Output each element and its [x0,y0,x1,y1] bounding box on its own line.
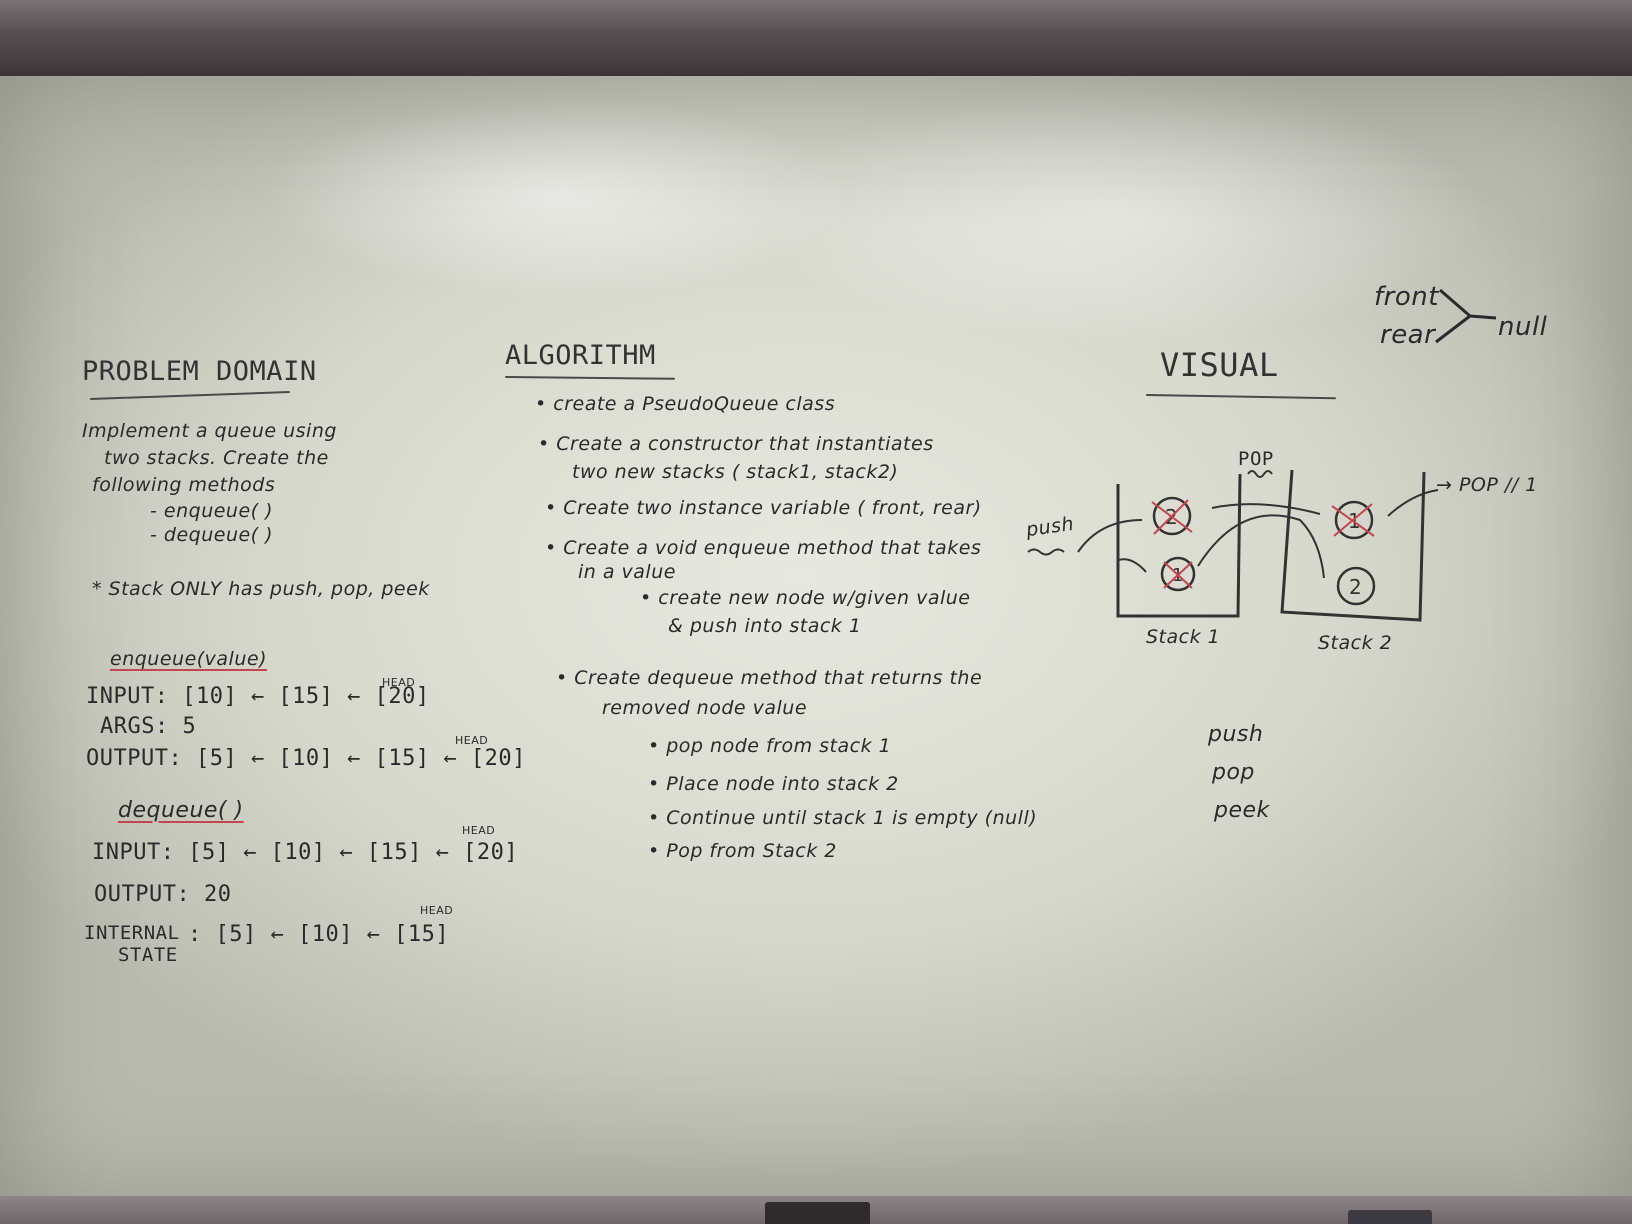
algorithm-heading: ALGORITHM [505,340,656,371]
enqueue-input-head: HEAD [382,676,416,689]
whiteboard-top-rail [0,28,1632,76]
enqueue-example-label: enqueue(value) [110,648,267,670]
enqueue-output-head: HEAD [455,734,489,747]
algorithm-step-5c: • pop node from stack 1 [648,735,892,757]
algorithm-step-1: • create a PseudoQueue class [535,393,836,415]
op-pop: pop [1212,760,1255,785]
algorithm-step-4d: & push into stack 1 [668,615,862,637]
problem-line-2: two stacks. Create the [104,447,329,469]
stack2-label: Stack 2 [1318,632,1393,654]
algorithm-step-4a: • Create a void enqueue method that take… [545,537,982,559]
algorithm-step-2a: • Create a constructor that instantiates [538,433,934,455]
dequeue-output: OUTPUT: 20 [94,882,232,907]
stack-note: * Stack ONLY has push, pop, peek [92,578,430,600]
problem-line-3: following methods [92,474,276,496]
algorithm-step-3: • Create two instance variable ( front, … [545,497,982,519]
whiteboard-surface [0,76,1632,1216]
internal-state-label-2: STATE [118,944,178,966]
enqueue-input: INPUT: [10] ← [15] ← [20] [86,684,430,709]
visual-heading: VISUAL [1160,346,1279,384]
internal-state-value: : [5] ← [10] ← [15] [188,922,450,947]
marker [1348,1210,1432,1224]
dequeue-example-label: dequeue( ) [118,798,244,823]
algorithm-step-5e: • Continue until stack 1 is empty (null) [648,807,1038,829]
null-label: null [1498,312,1548,342]
eraser [765,1202,870,1224]
algorithm-step-5b: removed node value [602,697,808,719]
algorithm-step-4c: • create new node w/given value [640,587,971,609]
problem-domain-heading: PROBLEM DOMAIN [82,356,317,387]
problem-method-enqueue: - enqueue( ) [150,500,274,522]
enqueue-args: ARGS: 5 [100,714,197,739]
enqueue-output: OUTPUT: [5] ← [10] ← [15] ← [20] [86,746,526,771]
stack1-label: Stack 1 [1146,626,1221,648]
pop-label: POP [1238,448,1274,470]
op-push: push [1208,722,1264,747]
rear-label: rear [1380,320,1436,350]
algorithm-step-5d: • Place node into stack 2 [648,773,899,795]
internal-state-label-1: INTERNAL [84,922,180,944]
pop-output-label: → POP // 1 [1436,474,1538,496]
algorithm-step-5a: • Create dequeue method that returns the [556,667,983,689]
problem-method-dequeue: - dequeue( ) [150,524,274,546]
internal-state-head: HEAD [420,904,454,917]
algorithm-step-2b: two new stacks ( stack1, stack2) [572,461,899,483]
front-label: front [1374,282,1439,312]
op-peek: peek [1214,798,1270,823]
whiteboard-frame-top [0,0,1632,28]
algorithm-step-4b: in a value [578,561,676,583]
algorithm-step-5f: • Pop from Stack 2 [648,840,837,862]
problem-line-1: Implement a queue using [82,420,337,442]
dequeue-input-head: HEAD [462,824,496,837]
dequeue-input: INPUT: [5] ← [10] ← [15] ← [20] [92,840,519,865]
